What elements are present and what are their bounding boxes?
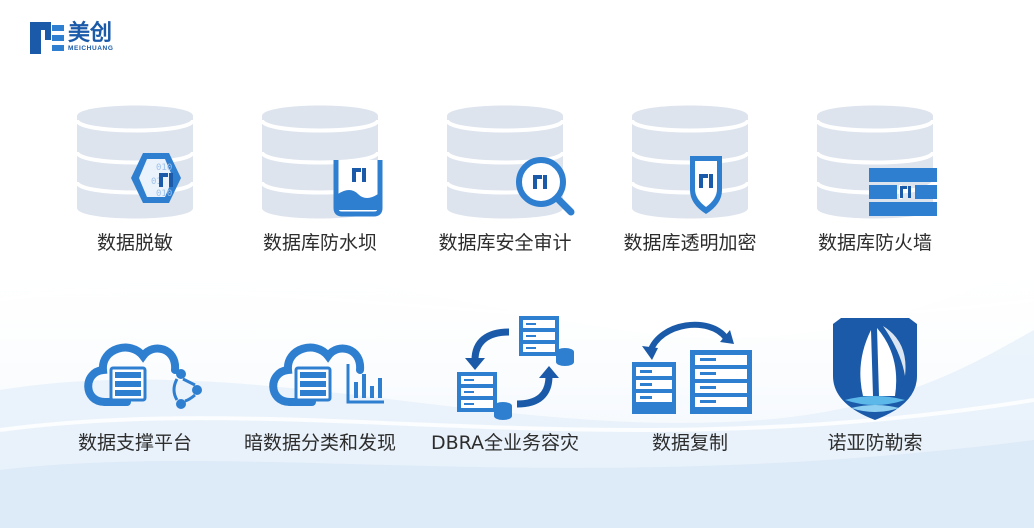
- product-label: 暗数据分类和发现: [243, 432, 396, 454]
- server-sync-disaster-recovery-icon: [457, 316, 574, 420]
- product-tile-database-firewall[interactable]: 数据库防火墙: [780, 98, 970, 255]
- brand-name-cn: 美创: [68, 21, 113, 46]
- database-encryption-shield-icon: [630, 105, 750, 219]
- product-label: 数据库防火墙: [817, 232, 932, 254]
- product-label: 数据库安全审计: [438, 232, 572, 254]
- product-tile-data-masking[interactable]: 010 01 010 数据脱敏: [40, 98, 230, 255]
- product-tile-database-audit[interactable]: 数据库安全审计: [410, 98, 600, 255]
- database-firewall-bricks-icon: [815, 105, 937, 219]
- database-dam-icon: [260, 105, 383, 219]
- sailboat-shield-icon: [833, 318, 917, 420]
- product-label: DBRA全业务容灾: [430, 432, 580, 454]
- product-tile-data-replication[interactable]: 数据复制: [595, 312, 785, 455]
- product-label: 数据库防水坝: [262, 232, 377, 254]
- product-tile-data-support-platform[interactable]: 数据支撑平台: [40, 312, 230, 455]
- cloud-server-platform-icon: [84, 343, 202, 409]
- brand-name-en: MEICHUANG: [68, 45, 114, 52]
- product-label: 数据库透明加密: [623, 232, 757, 254]
- product-tile-noah-anti-ransomware[interactable]: 诺亚防勒索: [780, 312, 970, 455]
- product-tile-database-encryption[interactable]: 数据库透明加密: [595, 98, 785, 255]
- brand-logo: 美创 MEICHUANG: [30, 22, 113, 54]
- svg-text:010: 010: [156, 163, 172, 173]
- product-tile-dbra-disaster-recovery[interactable]: DBRA全业务容灾: [410, 312, 600, 455]
- server-replication-icon: [632, 321, 752, 414]
- product-tile-dark-data-discovery[interactable]: 暗数据分类和发现: [225, 312, 415, 455]
- database-audit-magnifier-icon: [445, 105, 575, 219]
- meichuang-logo-icon: [30, 22, 64, 54]
- product-tile-database-dam[interactable]: 数据库防水坝: [225, 98, 415, 255]
- cloud-server-chart-icon: [269, 343, 384, 406]
- database-masking-hexagon-icon: 010 01 010: [75, 105, 195, 219]
- product-label: 诺亚防勒索: [827, 432, 923, 454]
- product-label: 数据复制: [651, 432, 728, 454]
- svg-text:010: 010: [156, 189, 172, 199]
- product-label: 数据支撑平台: [77, 432, 192, 454]
- svg-text:01: 01: [151, 177, 162, 187]
- product-label: 数据脱敏: [96, 232, 173, 254]
